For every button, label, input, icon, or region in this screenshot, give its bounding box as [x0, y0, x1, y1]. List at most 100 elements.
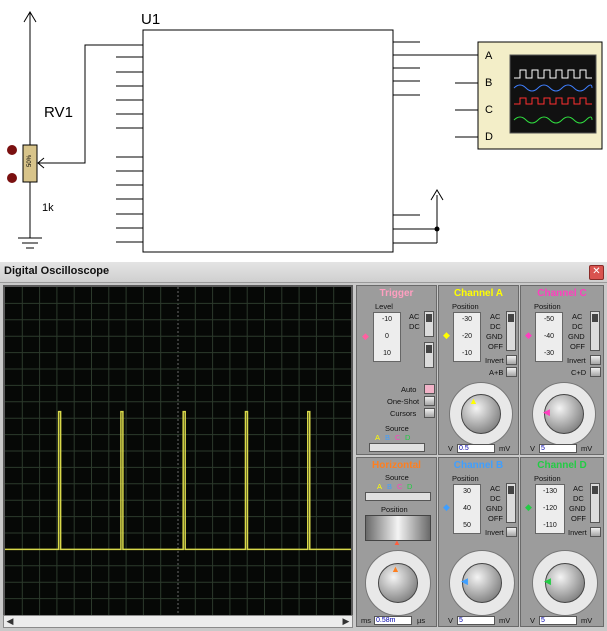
horizontal-unit-right: µs — [417, 616, 426, 625]
channel-d-volts-knob[interactable] — [545, 563, 585, 603]
window-titlebar[interactable]: Digital Oscilloscope ✕ — [0, 262, 607, 283]
trigger-title: Trigger — [379, 288, 414, 299]
u1-label: U1 — [141, 11, 161, 28]
trigger-auto-label: Auto — [401, 385, 417, 394]
channel-a-trace — [5, 410, 351, 551]
channel-a-volts-value[interactable]: 0.5 — [457, 444, 495, 453]
channel-d-invert-button[interactable] — [590, 527, 601, 537]
trigger-level-label: Level — [375, 302, 393, 311]
close-button[interactable]: ✕ — [589, 265, 604, 280]
channel-c-unit-left: V — [530, 444, 536, 453]
channel-a-unit-left: V — [448, 444, 454, 453]
channel-c-volts-value[interactable]: 5 — [539, 444, 577, 453]
channel-a-combine-label: A+B — [489, 368, 504, 377]
horizontal-position-label: Position — [381, 505, 408, 514]
display-scrollbar[interactable]: ◀ ▶ — [3, 615, 353, 628]
pot-percent: 50% — [27, 154, 34, 168]
channel-a-unit-right: mV — [499, 444, 511, 453]
trigger-source-d: D — [405, 433, 411, 442]
channel-c-knob-pointer-icon: ◀ — [543, 407, 550, 417]
trigger-source-slider[interactable] — [369, 443, 425, 452]
channel-d-panel: Channel D Position -130 -120 -110 ◆ AC D… — [520, 457, 604, 627]
channel-d-coupling-off: OFF — [571, 514, 586, 523]
u1-chip[interactable] — [142, 29, 394, 253]
channel-a-invert-button[interactable] — [506, 355, 517, 365]
channel-c-coupling-switch[interactable] — [590, 311, 600, 351]
trigger-tick: 0 — [385, 333, 389, 340]
scope-display[interactable] — [3, 285, 353, 617]
trigger-coupling-dc: DC — [409, 322, 420, 331]
channel-c-combine-button[interactable] — [590, 367, 601, 377]
close-icon: ✕ — [592, 266, 601, 277]
channel-d-volts-value[interactable]: 5 — [539, 616, 577, 625]
channel-a-title: Channel A — [453, 288, 504, 299]
trigger-level-scale[interactable]: -10 0 10 — [373, 312, 401, 362]
channel-d-coupling-switch[interactable] — [590, 483, 600, 523]
channel-c-coupling-off: OFF — [570, 342, 585, 351]
horizontal-knob-pointer-icon: ▲ — [391, 564, 400, 574]
trigger-edge-switch[interactable] — [424, 342, 434, 368]
trigger-marker-icon: ◆ — [362, 331, 369, 341]
channel-b-invert-button[interactable] — [506, 527, 517, 537]
channel-d-position-scale[interactable]: -130 -120 -110 — [535, 484, 565, 534]
channel-d-position-label: Position — [534, 474, 561, 483]
channel-b-knob-pointer-icon: ◀ — [461, 576, 468, 586]
power-terminal-icon — [430, 189, 444, 201]
scope-pin-a: A — [485, 50, 493, 62]
position-tick: -30 — [461, 316, 473, 323]
channel-b-volts-value[interactable]: 5 — [457, 616, 495, 625]
trigger-auto-button[interactable] — [424, 384, 435, 394]
window-title: Digital Oscilloscope — [4, 265, 110, 277]
schematic-drawing — [7, 11, 603, 253]
ground-icon — [18, 237, 42, 249]
horizontal-time-knob[interactable] — [378, 563, 418, 603]
channel-a-volts-knob[interactable] — [461, 394, 501, 434]
channel-c-invert-label: Invert — [567, 356, 586, 365]
channel-b-coupling-switch[interactable] — [506, 483, 516, 523]
trigger-cursors-label: Cursors — [390, 409, 417, 418]
rv1-label: RV1 — [44, 104, 73, 121]
position-tick: -50 — [543, 316, 555, 323]
scroll-left-icon[interactable]: ◀ — [6, 616, 14, 626]
scroll-right-icon[interactable]: ▶ — [342, 616, 350, 626]
trigger-coupling-switch[interactable] — [424, 311, 434, 337]
pot-terminal-down[interactable] — [7, 173, 17, 183]
trigger-panel: Trigger Level -10 0 10 ◆ AC DC Auto One-… — [356, 285, 437, 455]
trigger-source-label: Source — [385, 424, 409, 433]
position-tick: -110 — [543, 522, 557, 529]
channel-d-marker-icon: ◆ — [525, 502, 532, 512]
horizontal-marker-icon: ▲ — [393, 538, 401, 547]
horizontal-unit-left: ms — [361, 616, 371, 625]
trigger-source-c: C — [395, 433, 401, 442]
channel-a-invert-label: Invert — [485, 356, 504, 365]
channel-c-title: Channel C — [537, 288, 587, 299]
channel-b-panel: Channel B Position 30 40 50 ◆ AC DC GND … — [438, 457, 519, 627]
channel-c-position-scale[interactable]: -50 -40 -30 — [535, 312, 563, 362]
channel-c-position-label: Position — [534, 302, 561, 311]
channel-d-title: Channel D — [537, 460, 587, 471]
scope-pin-d: D — [485, 131, 493, 143]
channel-d-unit-right: mV — [581, 616, 593, 625]
position-tick: 40 — [463, 505, 471, 512]
horizontal-time-value[interactable]: 0.58m — [374, 616, 412, 625]
schematic-area: U1 RV1 1k 50% A B C D — [0, 0, 607, 262]
channel-c-volts-knob[interactable] — [544, 394, 584, 434]
channel-a-position-scale[interactable]: -30 -20 -10 — [453, 312, 481, 362]
trigger-cursors-button[interactable] — [424, 408, 435, 418]
scope-pin-b: B — [485, 77, 493, 89]
channel-d-knob-pointer-icon: ◀ — [544, 576, 551, 586]
horizontal-source-slider[interactable] — [365, 492, 431, 501]
channel-c-invert-button[interactable] — [590, 355, 601, 365]
horizontal-source-c: C — [397, 482, 403, 491]
channel-b-position-scale[interactable]: 30 40 50 — [453, 484, 481, 534]
channel-a-combine-button[interactable] — [506, 367, 517, 377]
trigger-oneshot-button[interactable] — [424, 396, 435, 406]
horizontal-position-bar[interactable] — [365, 515, 431, 541]
horizontal-source-d: D — [407, 482, 413, 491]
rv1-value: 1k — [42, 202, 54, 214]
channel-a-coupling-switch[interactable] — [506, 311, 516, 351]
trigger-oneshot-label: One-Shot — [387, 397, 420, 406]
position-tick: -20 — [461, 333, 473, 340]
channel-b-volts-knob[interactable] — [462, 563, 502, 603]
pot-terminal-up[interactable] — [7, 145, 17, 155]
